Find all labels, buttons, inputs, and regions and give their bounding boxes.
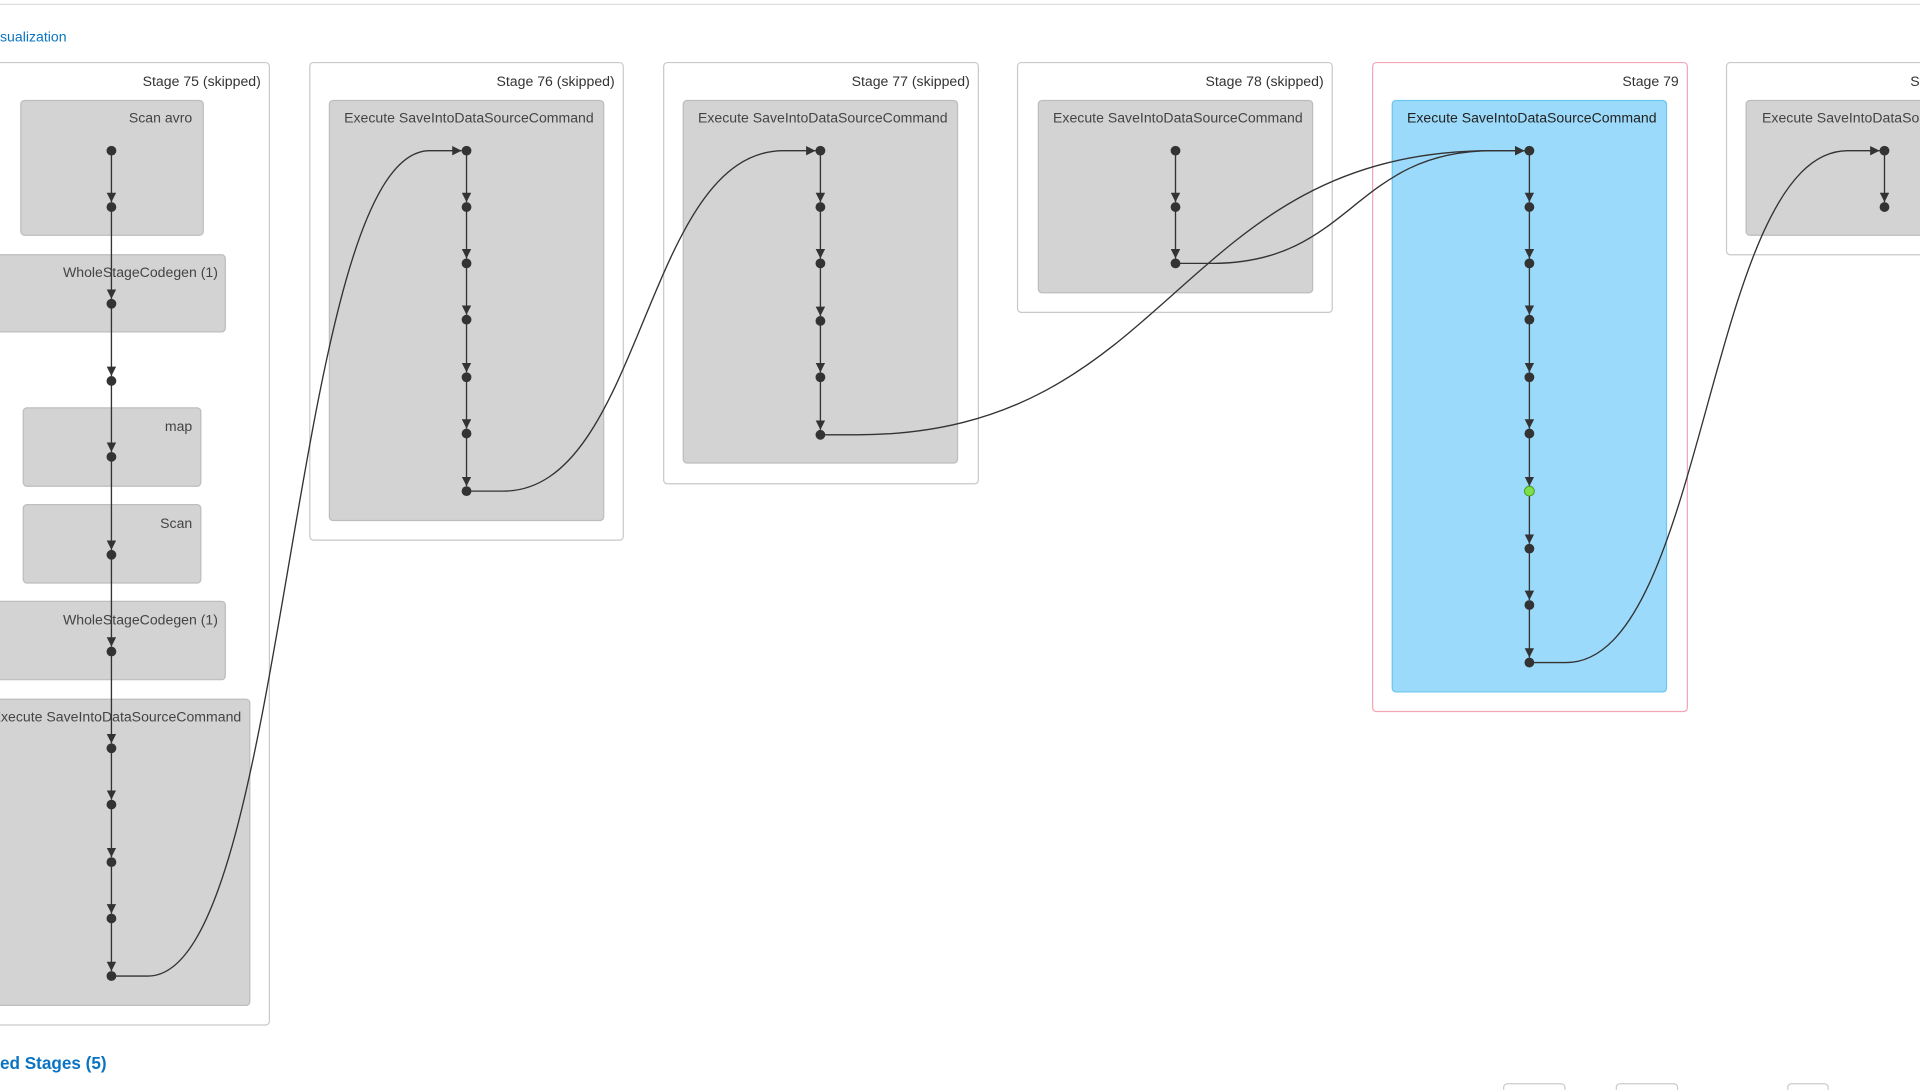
cluster-label: WholeStageCodegen (1) bbox=[63, 612, 218, 628]
cluster-label: Scan bbox=[160, 515, 192, 531]
rdd-node[interactable] bbox=[106, 451, 117, 462]
dag-nodes bbox=[106, 145, 1890, 981]
cluster-label: WholeStageCodegen (1) bbox=[63, 264, 218, 280]
rdd-node[interactable] bbox=[461, 258, 472, 269]
rdd-node[interactable] bbox=[1524, 314, 1535, 325]
rdd-node[interactable] bbox=[461, 428, 472, 439]
cluster-label: Execute SaveIntoDataSourceCommand bbox=[1407, 110, 1657, 126]
rdd-node[interactable] bbox=[815, 429, 826, 440]
rdd-node[interactable] bbox=[106, 376, 117, 386]
stage-title: Stage 79 bbox=[1622, 73, 1679, 89]
dag-visualization-link[interactable]: sualization bbox=[0, 29, 67, 45]
stage-80[interactable]: Stage 80 Execute SaveIntoDataSourceComma… bbox=[1725, 61, 1920, 256]
cluster-label: Execute SaveIntoDataSourceCommand bbox=[0, 708, 241, 724]
rdd-node[interactable] bbox=[1524, 543, 1535, 554]
stage-title: Stage 76 (skipped) bbox=[497, 73, 615, 89]
rdd-node[interactable] bbox=[106, 646, 117, 657]
stage-title: Stage 78 (skipped) bbox=[1205, 73, 1323, 89]
cluster-label: Scan avro bbox=[129, 110, 193, 126]
cluster-label: Execute SaveIntoDataSourceCommand bbox=[698, 110, 948, 126]
rdd-node[interactable] bbox=[106, 743, 117, 754]
dag-edges bbox=[106, 145, 1890, 977]
dag-edge bbox=[111, 145, 462, 977]
rdd-node[interactable] bbox=[815, 258, 826, 269]
rdd-node[interactable] bbox=[1879, 145, 1890, 156]
cluster-execute-saveintodatasourcecommand bbox=[1745, 99, 1920, 236]
rdd-node[interactable] bbox=[815, 202, 826, 212]
rdd-node[interactable] bbox=[815, 372, 826, 383]
rdd-node[interactable] bbox=[1524, 657, 1535, 668]
stage-title: Stage 75 (skipped) bbox=[143, 73, 261, 89]
rdd-node[interactable] bbox=[1170, 258, 1181, 269]
rdd-node[interactable] bbox=[1170, 202, 1181, 212]
rdd-node[interactable] bbox=[106, 799, 117, 810]
table-control[interactable] bbox=[1787, 1083, 1829, 1090]
dag-edge bbox=[1175, 145, 1525, 265]
table-control[interactable] bbox=[1615, 1083, 1679, 1090]
rdd-node[interactable] bbox=[106, 913, 117, 924]
rdd-node[interactable] bbox=[106, 145, 117, 156]
rdd-node[interactable] bbox=[106, 549, 117, 560]
stage-title: Stage 77 (skipped) bbox=[852, 73, 970, 89]
dag-edge bbox=[820, 145, 1525, 436]
stage-75[interactable]: Stage 75 (skipped) Scan avro WholeStageC… bbox=[0, 61, 270, 1026]
cluster-label: Execute SaveIntoDataSourceCommand bbox=[344, 110, 594, 126]
table-control[interactable] bbox=[1503, 1083, 1566, 1090]
rdd-node[interactable] bbox=[461, 314, 472, 325]
rdd-node[interactable] bbox=[461, 372, 472, 383]
rdd-node[interactable] bbox=[461, 145, 472, 156]
rdd-node[interactable] bbox=[461, 486, 472, 497]
rdd-node[interactable] bbox=[1524, 145, 1535, 156]
rdd-node[interactable] bbox=[1879, 202, 1890, 212]
cached-rdd-node[interactable] bbox=[1524, 485, 1535, 497]
rdd-node[interactable] bbox=[106, 857, 117, 868]
rdd-node[interactable] bbox=[461, 202, 472, 212]
completed-stages-heading[interactable]: ed Stages (5) bbox=[0, 1053, 107, 1073]
rdd-node[interactable] bbox=[106, 202, 117, 212]
rdd-node[interactable] bbox=[815, 145, 826, 156]
rdd-node[interactable] bbox=[1524, 258, 1535, 269]
rdd-node[interactable] bbox=[1524, 372, 1535, 383]
rdd-node[interactable] bbox=[1524, 202, 1535, 212]
dag-edge bbox=[1529, 145, 1880, 664]
rdd-node[interactable] bbox=[815, 316, 826, 326]
rdd-node[interactable] bbox=[106, 971, 117, 981]
cluster-execute-saveintodatasourcecommand bbox=[0, 698, 251, 1007]
rdd-node[interactable] bbox=[1170, 145, 1181, 156]
cluster-label: map bbox=[165, 418, 193, 434]
dag-edge bbox=[466, 145, 816, 492]
rdd-node[interactable] bbox=[1524, 428, 1535, 439]
cluster-label: Execute SaveIntoDataSourceCommand bbox=[1762, 110, 1920, 126]
cluster-label: Execute SaveIntoDataSourceCommand bbox=[1053, 110, 1303, 126]
rdd-node[interactable] bbox=[1524, 600, 1535, 610]
rdd-node[interactable] bbox=[106, 298, 117, 309]
stage-title: Stage 80 bbox=[1910, 73, 1920, 89]
